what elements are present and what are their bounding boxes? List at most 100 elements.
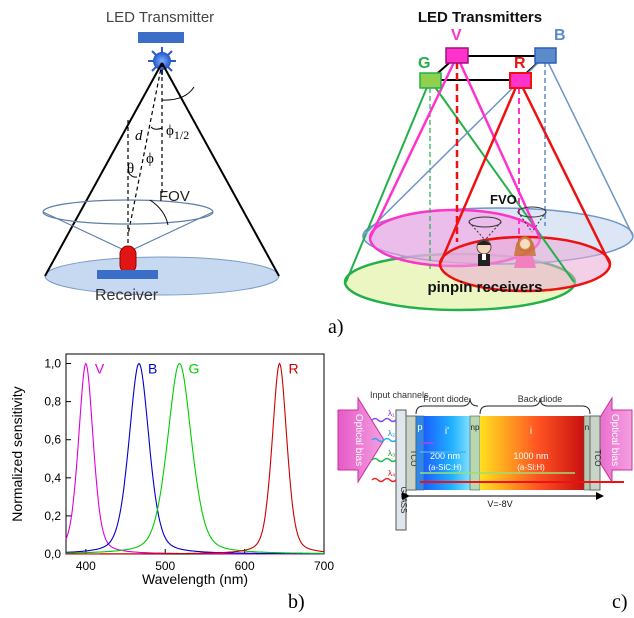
label-pinpin-receivers: pinpin receivers: [427, 279, 542, 296]
back-material-label: (a-Si:H): [517, 463, 545, 472]
label-phi-half: ϕ1/2: [166, 123, 189, 142]
wavelength-labels: λ₁ λ₂ λ₃ λ₄: [388, 409, 395, 478]
receiver-base: [97, 270, 158, 279]
coverage-area: [44, 256, 280, 296]
y-tick-label: 0,6: [44, 433, 61, 447]
green-cone: [345, 79, 575, 283]
series-label-v: V: [95, 361, 105, 377]
fov-left-edge: [42, 211, 125, 251]
series-line-v: [65, 362, 324, 555]
panel-c-device: Optical bias Optical bias Input channels…: [337, 390, 633, 531]
theta-arc: [127, 171, 138, 178]
receiver-device: [119, 245, 137, 274]
cone-right-edge: [161, 62, 280, 277]
y-tick-label: 0,2: [44, 509, 61, 523]
front-diode-label: Front diode: [423, 394, 469, 404]
x-axis-label: Wavelength (nm): [142, 571, 248, 587]
input-channels-label: Input channels: [370, 390, 429, 400]
series-label-r: R: [289, 361, 299, 377]
distance-line: [127, 62, 163, 236]
boy-receiver-icon: [476, 239, 492, 266]
np-label: np: [471, 423, 480, 432]
x-tick-label: 500: [155, 559, 175, 573]
girl-receiver-icon: [514, 236, 536, 268]
label-b: B: [554, 27, 566, 44]
n-label: n: [585, 423, 589, 432]
plot-frame: [65, 353, 325, 555]
series-label-g: G: [189, 361, 200, 377]
label-v: V: [451, 27, 462, 44]
back-diode-bracket: [479, 397, 591, 415]
label-fvo: FVO: [490, 192, 517, 207]
half-angle-arc: [161, 86, 195, 101]
front-diode-bracket: [415, 397, 479, 415]
svg-text:λ₄: λ₄: [388, 469, 395, 478]
panel-a-left: LED Transmitter d ϕ1/2 ϕ θ: [42, 9, 280, 304]
led-transmitters-title: LED Transmitters: [418, 9, 542, 26]
panel-label-a: a): [328, 316, 344, 338]
led-violet: [445, 47, 469, 64]
x-tick-label: 600: [235, 559, 255, 573]
label-theta: θ: [127, 161, 134, 177]
led-icon: [148, 47, 176, 75]
tco-left-label: TCO: [409, 450, 418, 467]
cone-left-edge: [44, 62, 163, 277]
y-axis-label: Normalized sensitivity: [9, 386, 25, 521]
phi-arc: [150, 126, 163, 130]
series-line-b: [66, 362, 324, 555]
glass-label: GLASS: [399, 487, 408, 514]
x-axis-ticks: 400 500 600 700: [76, 549, 334, 573]
x-tick-label: 400: [76, 559, 96, 573]
fov-right-edge: [131, 211, 214, 251]
led-transmitter-title: LED Transmitter: [106, 9, 214, 26]
tco-right-label: TCO: [593, 450, 602, 467]
svg-text:λ₁: λ₁: [388, 409, 395, 418]
y-tick-label: 0,0: [44, 547, 61, 561]
led-green: [419, 72, 442, 89]
label-g: G: [418, 55, 430, 72]
led-blue: [534, 47, 557, 64]
y-axis-ticks: 0,0 0,2 0,4 0,6 0,8 1,0: [44, 357, 71, 561]
label-r: R: [514, 55, 526, 72]
red-cone: [438, 79, 612, 265]
voltage-label: V=-8V: [487, 499, 512, 509]
back-thickness-label: 1000 nm: [513, 451, 548, 461]
led-red: [509, 72, 532, 89]
front-thickness-label: 200 nm: [430, 451, 460, 461]
svg-text:Optical bias: Optical bias: [353, 414, 364, 466]
series-line-r: [66, 362, 325, 555]
back-intrinsic-layer: [480, 416, 584, 490]
series-line-g: [66, 362, 324, 554]
optical-bias-left-arrow: Optical bias: [337, 396, 385, 484]
y-tick-label: 1,0: [44, 357, 61, 371]
svg-text:λ₂: λ₂: [388, 429, 395, 438]
fvo-cones: [468, 206, 547, 241]
transmitter-mount: [138, 32, 184, 43]
label-d: d: [135, 128, 143, 144]
panel-label-b: b): [288, 591, 305, 613]
sensitivity-chart: 0,0 0,2 0,4 0,6 0,8 1,0 400 500 600 700 V B G R Wav…: [9, 353, 334, 587]
label-fov: FOV: [159, 188, 190, 205]
tco-right-layer: [589, 415, 601, 491]
panel-label-c: c): [612, 591, 628, 613]
back-diode-label: Back diode: [518, 394, 563, 404]
svg-text:λ₃: λ₃: [388, 449, 395, 458]
fov-angle-arc: [149, 199, 169, 226]
series-lines: [65, 362, 325, 555]
front-intrinsic-layer: [424, 416, 470, 490]
x-tick-label: 700: [314, 559, 334, 573]
front-material-label: (a-SiC:H): [428, 463, 462, 472]
label-receiver: Receiver: [95, 287, 159, 304]
panel-a-right: LED Transmitters: [343, 9, 634, 312]
label-phi: ϕ: [146, 151, 154, 167]
y-tick-label: 0,8: [44, 395, 61, 409]
i-back-label: i: [530, 426, 532, 437]
input-light-waves: [371, 417, 397, 483]
svg-text:Optical bias: Optical bias: [609, 414, 620, 466]
p-label: p: [417, 422, 422, 432]
i-front-label: i': [445, 426, 449, 437]
y-tick-label: 0,4: [44, 471, 61, 485]
series-label-b: B: [148, 361, 157, 377]
